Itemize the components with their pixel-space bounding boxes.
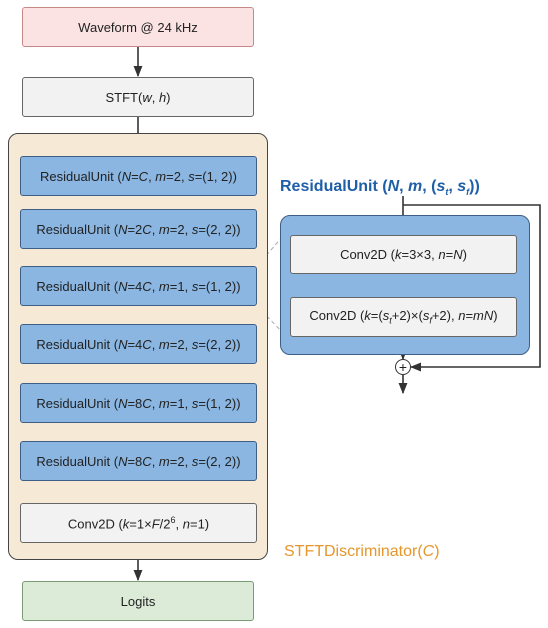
detail-conv1-label: Conv2D (k=3×3, n=N)	[340, 247, 467, 262]
detail-conv2-box: Conv2D (k=(st+2)×(sf+2), n=mN)	[290, 297, 517, 337]
skip-connection	[403, 204, 541, 372]
residual-unit-4: ResidualUnit (N=4C, m=2, s=(2, 2))	[20, 324, 257, 364]
sum-node: +	[395, 359, 411, 375]
sum-symbol: +	[398, 359, 408, 375]
residual-unit-label: ResidualUnit (N=8C, m=2, s=(2, 2))	[36, 453, 241, 469]
stft-box: STFT(w, h)	[22, 77, 254, 117]
residual-unit-label: ResidualUnit (N=C, m=2, s=(1, 2))	[40, 168, 237, 184]
residual-unit-label: ResidualUnit (N=4C, m=1, s=(1, 2))	[36, 278, 241, 294]
logits-box: Logits	[22, 581, 254, 621]
final-conv2d-box: Conv2D (k=1×F/26, n=1)	[20, 503, 257, 543]
residual-unit-1: ResidualUnit (N=C, m=2, s=(1, 2))	[20, 156, 257, 196]
input-label: Waveform @ 24 kHz	[78, 19, 198, 35]
residual-unit-3: ResidualUnit (N=4C, m=1, s=(1, 2))	[20, 266, 257, 306]
residual-unit-5: ResidualUnit (N=8C, m=1, s=(1, 2))	[20, 383, 257, 423]
discriminator-title: STFTDiscriminator(C)	[284, 543, 440, 560]
residual-unit-label: ResidualUnit (N=2C, m=2, s=(2, 2))	[36, 221, 241, 237]
residual-unit-6: ResidualUnit (N=8C, m=2, s=(2, 2))	[20, 441, 257, 481]
logits-label: Logits	[120, 593, 156, 609]
stft-label: STFT(w, h)	[105, 89, 171, 105]
final-conv-label: Conv2D (k=1×F/26, n=1)	[67, 514, 210, 532]
residual-unit-label: ResidualUnit (N=4C, m=2, s=(2, 2))	[36, 336, 241, 352]
detail-conv2-label: Conv2D (k=(st+2)×(sf+2), n=mN)	[309, 308, 498, 326]
residual-unit-2: ResidualUnit (N=2C, m=2, s=(2, 2))	[20, 209, 257, 249]
residual-unit-detail-title: ResidualUnit (N, m, (st, sf))	[280, 178, 480, 198]
input-waveform-box: Waveform @ 24 kHz	[22, 7, 254, 47]
detail-conv1-box: Conv2D (k=3×3, n=N)	[290, 235, 517, 274]
residual-unit-label: ResidualUnit (N=8C, m=1, s=(1, 2))	[36, 395, 241, 411]
